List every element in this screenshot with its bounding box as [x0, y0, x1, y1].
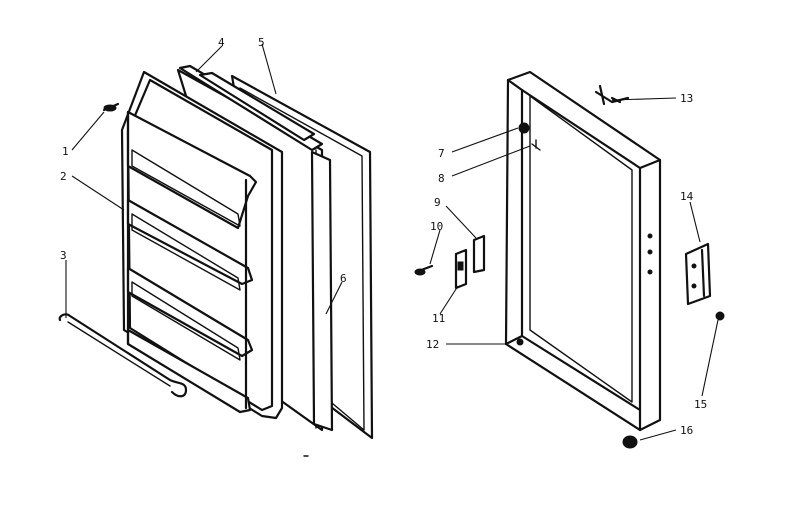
callout-3: 3 — [60, 249, 67, 262]
callout-14: 14 — [680, 190, 694, 203]
callout-6: 6 — [340, 272, 347, 285]
callout-8: 8 — [438, 172, 445, 185]
callout-15: 15 — [694, 398, 707, 411]
latch-keeper — [454, 248, 468, 290]
top-hinge — [594, 84, 630, 106]
bushing-part-7 — [518, 122, 530, 134]
screw-part-15 — [715, 311, 725, 321]
inner-door-panel — [102, 70, 284, 420]
right-door-frame-assembly — [414, 70, 725, 449]
breaker-strip — [178, 64, 324, 152]
callout-7: 7 — [438, 147, 445, 160]
callout-10: 10 — [430, 220, 443, 233]
screw-part-1 — [102, 102, 120, 112]
callout-13: 13 — [680, 92, 693, 105]
callout-4: 4 — [218, 36, 225, 49]
callout-2: 2 — [60, 170, 67, 183]
door-frame — [504, 70, 662, 432]
latch-plate — [472, 234, 486, 274]
side-hinge — [647, 233, 712, 306]
screw-part-10 — [414, 264, 434, 276]
callout-numbers: 1 2 3 4 5 6 7 8 9 10 11 12 13 14 15 16 — [60, 36, 707, 437]
callout-11: 11 — [432, 312, 445, 325]
callout-1: 1 — [62, 145, 69, 158]
callout-9: 9 — [434, 196, 441, 209]
left-door-assembly — [58, 64, 374, 440]
bottom-pin-part-12 — [516, 338, 524, 346]
screw-part-8 — [531, 139, 541, 151]
wire-shelf-bar — [58, 313, 188, 398]
door-shelves — [126, 110, 258, 414]
callout-5: 5 — [258, 36, 265, 49]
leader-lines — [65, 43, 719, 441]
door-stop-cap — [622, 435, 638, 449]
callout-16: 16 — [680, 424, 693, 437]
callout-12: 12 — [426, 338, 439, 351]
